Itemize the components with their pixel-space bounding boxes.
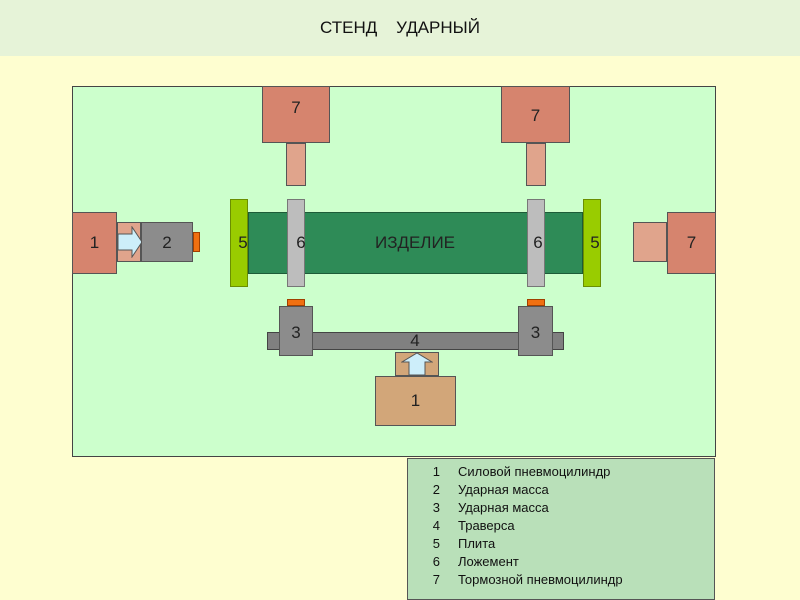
legend-number: 5 — [432, 536, 440, 551]
title-bar — [0, 0, 800, 56]
plate-left-label: 5 — [238, 233, 248, 252]
legend-description: Ложемент — [458, 554, 519, 569]
brake-rod-top-right — [526, 143, 546, 186]
brake-cylinder-top-left — [262, 86, 330, 143]
brake-cylinder-top-right — [501, 86, 570, 143]
legend-number: 4 — [432, 518, 440, 533]
power-cylinder-bottom-label: 1 — [410, 391, 421, 410]
legend-description: Силовой пневмоцилиндр — [458, 464, 611, 479]
traverse-label: 4 — [410, 331, 420, 350]
impact-mass-bottom-left-label: 3 — [291, 323, 301, 342]
page-title: СТЕНД УДАРНЫЙ — [320, 18, 480, 37]
power-cylinder-bottom — [375, 376, 456, 426]
legend-description: Плита — [458, 536, 496, 551]
brake-rod-right — [633, 222, 667, 262]
cradle-right — [527, 199, 545, 287]
brake-cylinder-top-right-label: 7 — [530, 106, 541, 125]
legend-number: 1 — [432, 464, 440, 479]
cradle-right-label: 6 — [533, 233, 543, 252]
legend-row: 4 Траверса — [408, 517, 714, 535]
legend-row: 3 Ударная масса — [408, 499, 714, 517]
impact-mass-bottom-right — [518, 306, 553, 356]
brake-cylinder-right — [667, 212, 716, 274]
arrow-right-icon — [117, 226, 143, 258]
legend-number: 6 — [432, 554, 440, 569]
plate-right — [583, 199, 601, 287]
striker-bottom-right — [527, 299, 545, 306]
brake-cylinder-top-left-label: 7 — [291, 98, 301, 117]
legend-description: Траверса — [458, 518, 515, 533]
traverse-beam — [267, 332, 564, 350]
power-cylinder-left — [72, 212, 117, 274]
brake-rod-top-left — [286, 143, 306, 186]
legend-row: 2 Ударная масса — [408, 481, 714, 499]
legend-number: 3 — [432, 500, 440, 515]
plate-left — [230, 199, 248, 287]
legend-row: 5 Плита — [408, 535, 714, 553]
cradle-left-label: 6 — [296, 233, 306, 252]
legend-description: Ударная масса — [458, 482, 549, 497]
product-label: ИЗДЕЛИЕ — [374, 233, 456, 252]
cradle-left — [287, 199, 305, 287]
impact-mass-bottom-left — [279, 306, 313, 356]
brake-cylinder-right-label: 7 — [686, 233, 697, 252]
impact-mass-left-label: 2 — [162, 233, 172, 252]
plate-right-label: 5 — [590, 233, 600, 252]
legend-row: 7 Тормозной пневмоцилиндр — [408, 571, 714, 589]
legend-row: 6 Ложемент — [408, 553, 714, 571]
legend-number: 7 — [432, 572, 440, 587]
striker-bottom-left — [287, 299, 305, 306]
impact-mass-bottom-right-label: 3 — [530, 323, 541, 342]
legend-number: 2 — [432, 482, 440, 497]
arrow-up-icon — [401, 352, 433, 376]
power-cylinder-left-label: 1 — [89, 233, 100, 252]
striker-left — [193, 232, 200, 252]
legend-row: 1 Силовой пневмоцилиндр — [408, 463, 714, 481]
legend-description: Тормозной пневмоцилиндр — [458, 572, 623, 587]
impact-mass-left — [141, 222, 193, 262]
legend-description: Ударная масса — [458, 500, 549, 515]
